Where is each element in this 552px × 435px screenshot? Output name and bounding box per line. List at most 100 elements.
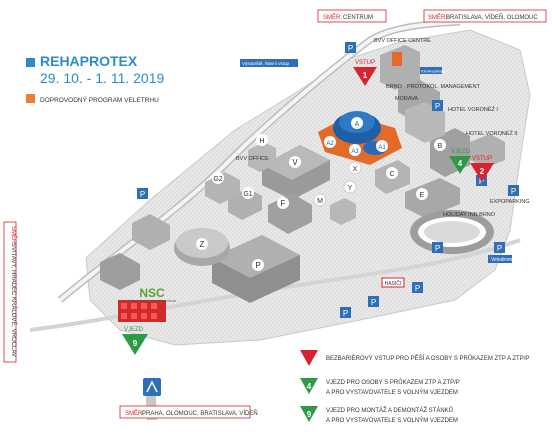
- pavilion-label-a2: A2: [326, 141, 334, 147]
- pavilion-label-b: B: [438, 143, 443, 150]
- pavilion-v: [262, 145, 330, 200]
- velodrom: [410, 210, 494, 254]
- pavilion-m-badge: [313, 193, 327, 207]
- label-bvv-office-centre: BVV OFFICE CENTRE: [374, 38, 431, 44]
- nsc-sub: NÁRODNÍ SPORTOVNÍ CENTRUM: [128, 299, 177, 303]
- svg-text:VJEZD: VJEZD: [451, 149, 471, 155]
- legend-symbol-4: [300, 378, 318, 394]
- title-square: [26, 58, 35, 67]
- pavilion-d: [330, 198, 356, 225]
- svg-text:P: P: [479, 177, 484, 186]
- pavilion-b-badge: [434, 139, 446, 151]
- pavilion-label-a1: A1: [378, 145, 386, 151]
- program-label: DOPROVODNÝ PROGRAM VELETRHU: [40, 95, 159, 104]
- program-building: [392, 52, 402, 66]
- pavilion-h: [248, 142, 276, 172]
- svg-text:P: P: [371, 298, 376, 307]
- label-morava: MORAVA: [395, 96, 418, 102]
- entry-9: VJEZD 9: [122, 327, 148, 355]
- program-square: [26, 94, 35, 103]
- pavilion-a3-badge: [349, 144, 361, 156]
- legend-text-2b: A PRO VYSTAVOVATELE S VOLNÝM VJEZDEM: [326, 389, 458, 396]
- hasici-box: [381, 277, 405, 288]
- svg-text:P: P: [511, 187, 516, 196]
- svg-text:4: 4: [458, 159, 463, 168]
- pavilion-x-badge: [348, 161, 362, 175]
- svg-text:2: 2: [480, 167, 485, 176]
- direction-bottom: SMĚR: PRAHA, OLOMOUC, BRATISLAVA, VÍDEŇ: [119, 405, 258, 419]
- entry-4: VJEZD 4: [449, 149, 471, 174]
- legend-symbol-entrance: [300, 350, 318, 366]
- bvv-office-centre-building: [380, 45, 420, 90]
- svg-text:SMĚR:: SMĚR:: [428, 13, 447, 21]
- svg-text:9: 9: [133, 339, 138, 348]
- svg-text:VSTUP: VSTUP: [355, 60, 375, 66]
- south-building-1: [100, 253, 140, 290]
- svg-text:SMĚR:: SMĚR:: [323, 13, 342, 21]
- label-hotel-voronez-1: HOTEL VORONĚŽ I: [448, 105, 498, 113]
- pavilion-z: [174, 228, 230, 266]
- south-road: [29, 238, 521, 332]
- svg-text:BRATISLAVA, VÍDEŇ, OLOMOUC: BRATISLAVA, VÍDEŇ, OLOMOUC: [446, 14, 538, 21]
- pavilion-label-a: A: [355, 121, 360, 128]
- pavilion-label-f: F: [281, 199, 286, 208]
- svg-text:P: P: [343, 309, 348, 318]
- label-velodrom: Velodrom: [491, 257, 512, 263]
- pavilion-label-y: Y: [348, 185, 353, 192]
- pavilion-label-x: X: [353, 166, 358, 173]
- pavilion-label-e: E: [420, 192, 425, 199]
- label-holiday-inn: HOLIDAY INN BRNO: [443, 212, 496, 218]
- label-bg-vstup: [240, 59, 298, 67]
- legend-text-3a: VJEZD PRO MONTÁŽ A DEMONTÁŽ STÁNKŮ: [326, 406, 453, 414]
- event-title: REHAPROTEX: [40, 53, 138, 69]
- motorway-sign: [143, 378, 161, 396]
- pavilion-e: [405, 178, 460, 218]
- svg-text:VJEZD: VJEZD: [124, 327, 144, 333]
- label-bg-velodrom: [488, 255, 512, 263]
- pavilion-label-m: M: [317, 198, 323, 205]
- pavilion-e-badge: [416, 188, 428, 200]
- legend: BEZBARIÉROVÝ VSTUP PRO PĚŠÍ A OSOBY S PR…: [300, 350, 529, 424]
- pavilion-a-badge: [351, 117, 363, 129]
- legend-text-2a: VJEZD PRO OSOBY S PRŮKAZEM ZTP A ZTP/P: [326, 379, 460, 386]
- pavilion-a1-badge: [376, 140, 388, 152]
- direction-top-center: SMĚR: CENTRUM: [317, 9, 387, 23]
- pavilion-label-c: C: [389, 171, 394, 178]
- nsc-logo: NSC: [139, 286, 165, 300]
- svg-text:P: P: [435, 102, 440, 111]
- svg-text:VSTUP: VSTUP: [472, 156, 492, 162]
- south-building-2: [132, 214, 170, 250]
- svg-text:P: P: [348, 44, 353, 53]
- pavilion-y-badge: [343, 180, 357, 194]
- entrance-2: VSTUP 2: [470, 156, 494, 182]
- event-dates: 29. 10. - 1. 11. 2019: [40, 70, 164, 86]
- pavilion-label-a3: A3: [351, 149, 359, 155]
- pavilion-g2-badge: [212, 172, 224, 184]
- pavilion-g1: [228, 188, 262, 220]
- svg-text:1: 1: [363, 71, 368, 80]
- label-vystavistni-vstup: Výstaviště, hlavní vstup: [242, 61, 290, 66]
- svg-text:CENTRUM: CENTRUM: [343, 15, 373, 21]
- pavilion-label-g1: G1: [243, 191, 252, 198]
- parking-markers: P P P P P P P P P P: [137, 42, 519, 318]
- direction-top-right: SMĚR: BRATISLAVA, VÍDEŇ, OLOMOUC: [423, 9, 547, 23]
- label-protokol: PROTOKOL, MANAGEMENT: [407, 84, 481, 90]
- direction-left: SMĚR: SVITAVY, HRADEC KRÁLOVÉ, VROCLAV: [3, 221, 18, 363]
- pavilion-label-g2: G2: [213, 176, 222, 183]
- pavilion-a2-badge: [324, 136, 336, 148]
- legend-symbol-9: [300, 406, 318, 422]
- legend-text-3b: A PRO VYSTAVOVATELE S VOLNÝM VJEZDEM: [326, 417, 458, 424]
- pavilion-h-badge: [256, 134, 268, 146]
- pavilion-label-z: Z: [200, 240, 205, 249]
- pavilion-p-large: [212, 235, 300, 303]
- label-expoparking: EXPOPARKING: [490, 199, 530, 205]
- svg-text:P: P: [415, 284, 420, 293]
- hasici-label: HASIČI: [385, 280, 402, 287]
- nsc-building: [118, 300, 166, 322]
- label-bvv-office: BVV OFFICE: [236, 156, 269, 162]
- pavilion-g1-badge: [242, 187, 254, 199]
- pavilion-c-badge: [386, 167, 398, 179]
- pavilion-f: [268, 193, 312, 234]
